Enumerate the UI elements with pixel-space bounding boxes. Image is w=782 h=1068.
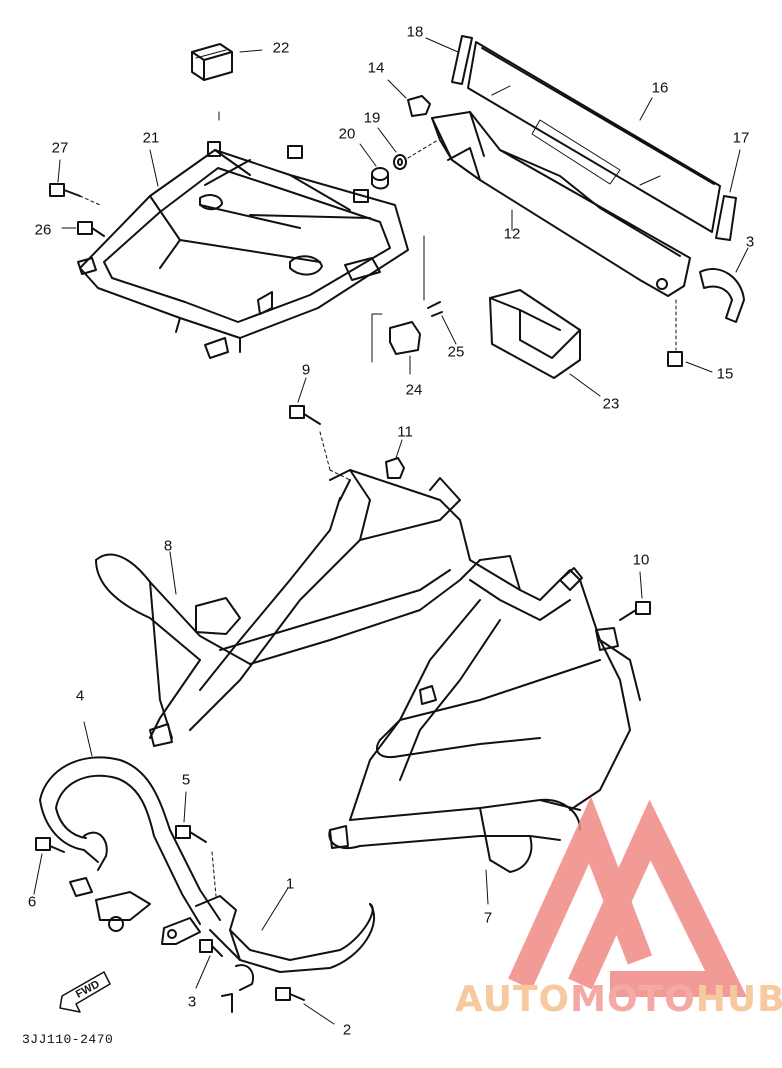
part-14-nut [387,79,431,117]
part-15-screw [667,299,713,373]
part-27-bolt [49,159,101,206]
watermark-logo-shape [508,796,747,997]
part-17-pad [715,149,741,241]
part-11-nut [385,439,405,479]
part-22-rubber-block [191,43,263,121]
callout-17: 17 [732,129,750,147]
part-18-strip [425,35,473,85]
callout-26: 26 [34,221,52,239]
part-23-damper [489,289,601,397]
callout-3-lower: 3 [187,993,197,1011]
part-25-screw [423,235,457,345]
drawing-code: 3JJ110-2470 [22,1032,114,1047]
watermark-text: AUTOMOTOHUB [455,982,782,1018]
callout-24: 24 [405,381,423,399]
callout-4: 4 [75,687,85,705]
callout-12: 12 [503,225,521,243]
callout-23: 23 [602,395,620,413]
fwd-arrow-icon [59,971,111,1013]
watermark-auto: AUTO [455,979,571,1020]
part-8-left-frame [95,469,521,747]
part-3-bolt-lower [195,939,223,989]
part-1-front-guard-right [161,851,376,1013]
callout-10: 10 [632,551,650,569]
part-3-band-upper [699,247,749,323]
part-19-washer [377,127,439,170]
part-12-bracket [431,111,691,297]
callout-15: 15 [716,365,734,383]
callout-6: 6 [27,893,37,911]
callout-18: 18 [406,23,424,41]
part-2-bolt [275,987,335,1025]
part-26-bolt [61,221,105,237]
callout-16: 16 [651,79,669,97]
part-6-bolt [33,837,65,895]
watermark-moto: MOTO [570,979,696,1020]
callout-25: 25 [447,343,465,361]
callout-8: 8 [163,537,173,555]
part-7-right-frame [328,555,641,905]
callout-3-upper: 3 [745,233,755,251]
part-21-upper-frame [77,141,409,359]
part-5-bolt [175,791,207,843]
callout-20: 20 [338,125,356,143]
callout-9: 9 [301,361,311,379]
callout-19: 19 [363,109,381,127]
part-9-bolt [289,377,351,481]
callout-21: 21 [142,129,160,147]
callout-27: 27 [51,139,69,157]
watermark-hub: HUB [695,979,782,1020]
part-16-cover [467,41,721,233]
callout-14: 14 [367,59,385,77]
callout-2: 2 [342,1021,352,1039]
callout-5: 5 [181,771,191,789]
callout-22: 22 [272,39,290,57]
part-24-clip [371,313,421,375]
callout-1: 1 [285,875,295,893]
callout-11: 11 [397,423,413,441]
part-4-front-guard [39,721,221,932]
part-10-bolt [619,571,651,621]
callout-7: 7 [483,909,493,927]
part-20-collar [359,143,389,190]
